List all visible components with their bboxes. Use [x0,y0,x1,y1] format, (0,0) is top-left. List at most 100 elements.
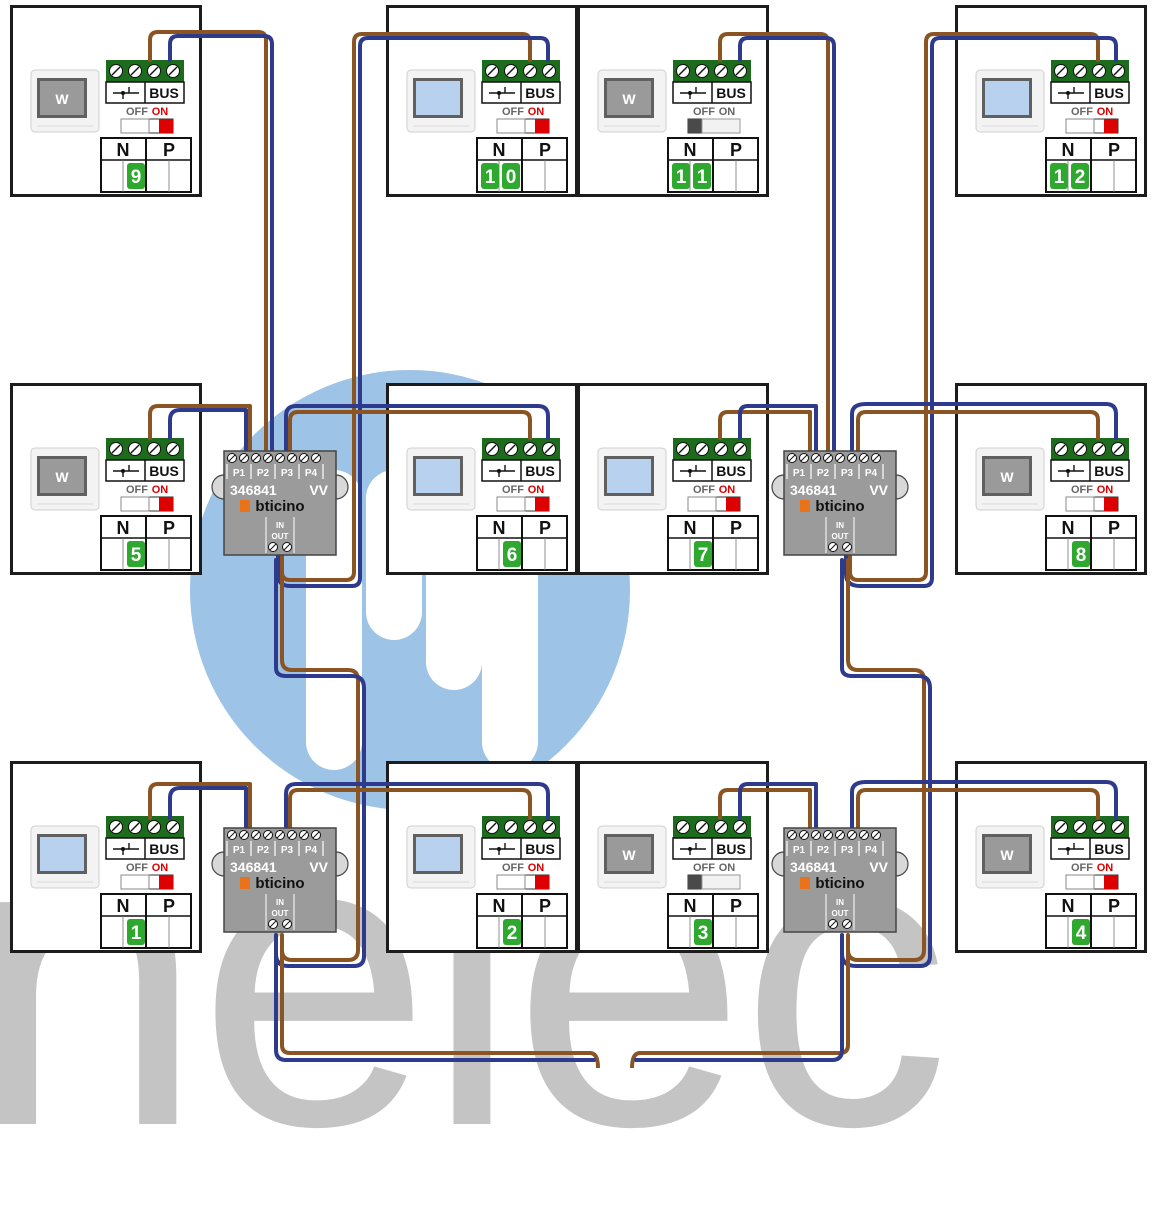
wire-brown [848,32,1100,582]
switch-knob [159,875,173,889]
wire-blue [168,786,248,832]
port-label-p2: P2 [257,845,270,856]
monitor-screen [607,459,651,493]
switch-off-label: OFF [126,862,148,874]
p-label: P [163,518,175,538]
out-label: OUT [832,532,849,541]
address-digit: 2 [507,923,518,944]
switch-knob [1104,497,1118,511]
wire-blue [850,780,1118,832]
address-digit: 1 [697,167,708,188]
address-digit: 3 [698,923,709,944]
n-label: N [1062,896,1075,916]
port-label-p2: P2 [817,845,830,856]
wire-blue [274,954,596,1062]
switch-knob [688,875,702,889]
wire-blue [738,404,818,457]
switch-on-label: ON [719,484,736,496]
screen-letter: W [1000,469,1014,485]
terminal-block: BUS [105,438,185,482]
port-label-p1: P1 [233,468,246,479]
switch-off-label: OFF [1071,106,1093,118]
switch-off-label: OFF [502,862,524,874]
port-label-p3: P3 [841,845,854,856]
monitor-screen [985,81,1029,115]
out-label: OUT [832,909,849,918]
n-label: N [493,140,506,160]
n-label: N [493,518,506,538]
address-digit-bg [1072,541,1090,567]
in-label: IN [276,898,284,907]
wire-blue [168,34,274,452]
address-digit-bg [503,919,521,945]
wire-brown [856,410,1100,457]
monitor-screen [416,837,460,871]
n-label: N [684,518,697,538]
address-digit: 8 [1076,545,1087,566]
switch-knob [535,497,549,511]
p-label: P [730,140,742,160]
address-digit-bg [672,163,690,189]
screen-letter: W [55,91,69,107]
monitor-device [406,825,476,889]
port-label-p2: P2 [817,468,830,479]
wire-brown [718,788,812,832]
switch-on-label: ON [528,484,545,496]
switch-knob [1104,119,1118,133]
wire-blue [844,36,1118,588]
switch-on-label: ON [528,106,545,118]
port-label-p4: P4 [305,845,318,856]
switch-on-label: ON [719,862,736,874]
monitor-screen [416,459,460,493]
n-label: N [117,140,130,160]
bus-label: BUS [149,841,179,857]
wire-brown [280,32,532,582]
n-label: N [684,140,697,160]
n-label: N [684,896,697,916]
address-digit: 0 [506,167,517,188]
port-label-p3: P3 [281,468,294,479]
model-suffix: VV [309,859,328,875]
model-number: 346841 [230,482,277,498]
port-label-p2: P2 [257,468,270,479]
n-label: N [1062,140,1075,160]
p-label: P [1108,140,1120,160]
switch-off-label: OFF [502,106,524,118]
monitor-screen [40,837,84,871]
address-digit: 1 [1054,167,1065,188]
termination-switch: OFF ON [496,484,550,512]
address-digit: 4 [1076,923,1087,944]
bus-label: BUS [1094,463,1124,479]
terminal-block: BUS [105,816,185,860]
brand-logo: bticino [255,498,304,515]
terminal-block: BUS [672,816,752,860]
address-digit-bg [694,919,712,945]
terminal-block: BUS [1050,816,1130,860]
monitor-device [30,825,100,889]
model-number: 346841 [790,482,837,498]
brand-logo: bticino [815,498,864,515]
in-label: IN [836,521,844,530]
terminal-block: BUS [672,438,752,482]
monitor-device: W [30,69,100,133]
bus-label: BUS [1094,85,1124,101]
terminal-block: BUS [1050,438,1130,482]
wire-brown [280,558,360,962]
monitor-device: W [597,69,667,133]
screen-letter: W [55,469,69,485]
switch-on-label: ON [1097,484,1114,496]
bus-label: BUS [525,85,555,101]
switch-off-label: OFF [502,484,524,496]
